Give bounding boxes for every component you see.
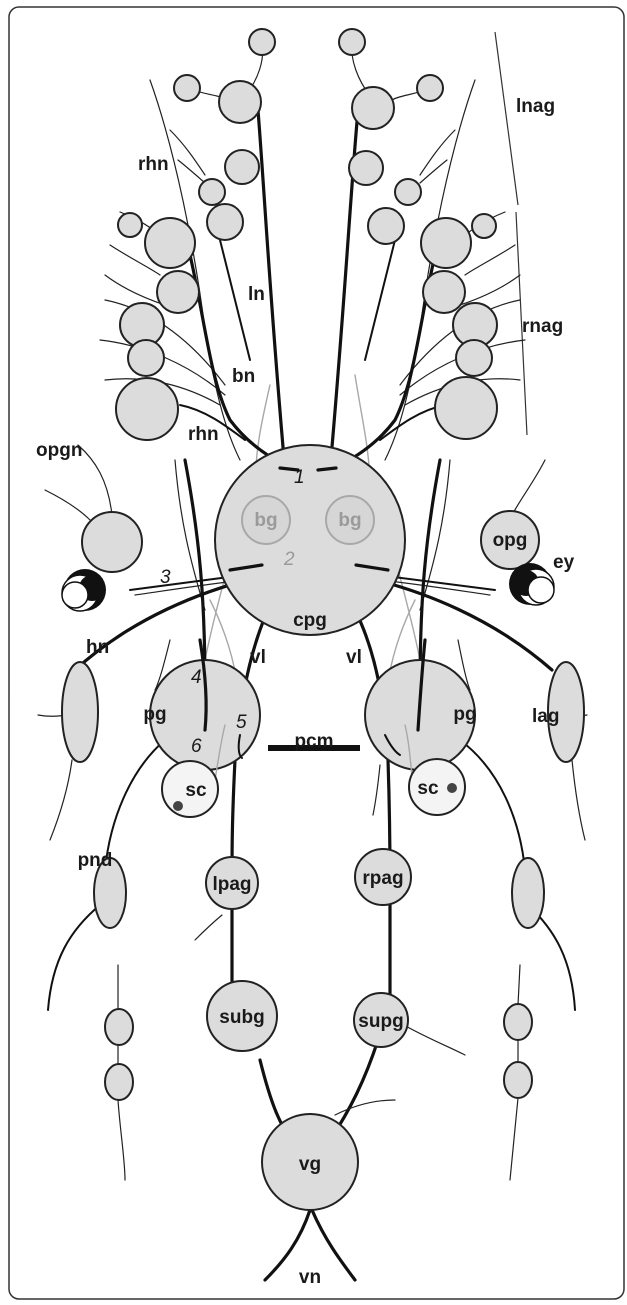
left-labial-ganglion-4 — [207, 204, 243, 240]
right-pedal-chain-ganglion-1 — [512, 858, 544, 928]
right-labial-ganglion-4 — [368, 208, 404, 244]
ln-label: ln — [248, 284, 265, 305]
left-pedal-nerve-2 — [48, 905, 100, 1010]
vn-label: vn — [299, 1267, 321, 1288]
left-pedal-chain-ganglion-2 — [105, 1009, 133, 1045]
number-5: 5 — [236, 712, 247, 733]
right-rhn-ganglion-2 — [423, 271, 465, 313]
bg-right-label: bg — [338, 510, 361, 531]
right-rhn-ganglion-small — [472, 214, 496, 238]
right-lateral-lower — [572, 760, 585, 840]
left-lateral-lower — [50, 760, 72, 840]
rhn-upper-label: rhn — [138, 154, 169, 175]
number-1: 1 — [294, 467, 305, 488]
visceral-loop-left — [232, 610, 268, 1000]
right-twig-5 — [420, 160, 447, 183]
cpg-top-right-stub — [318, 468, 336, 470]
number-2: 2 — [283, 549, 295, 570]
pg-left-label: pg — [143, 704, 166, 725]
right-eye — [509, 563, 554, 605]
subg-label: subg — [219, 1007, 264, 1028]
vg-side-nerve — [335, 1100, 395, 1115]
lpag-side-nerve — [195, 915, 222, 940]
right-rhn-ganglion-1 — [421, 218, 471, 268]
left-rhn-ganglion-2 — [157, 271, 199, 313]
right-statolith — [447, 783, 457, 793]
left-optic-nerve-side — [45, 490, 90, 520]
right-pedal-chain-ganglion-2 — [504, 1004, 532, 1040]
right-rhn-ganglion-5 — [435, 377, 497, 439]
right-pedal-chain-3 — [510, 1098, 518, 1180]
pcm-label: pcm — [294, 731, 333, 752]
rnag-label: rnag — [522, 316, 563, 337]
left-statolith — [173, 801, 183, 811]
rhn-lower-label: rhn — [188, 424, 219, 445]
lnag-label: lnag — [516, 96, 555, 117]
hn-label: hn — [86, 637, 109, 658]
vl-left-label: vl — [250, 647, 266, 668]
number-3: 3 — [160, 567, 171, 588]
vl-right-label: vl — [346, 647, 362, 668]
right-pedal-lower-twig — [373, 765, 380, 815]
bn-label: bn — [232, 366, 255, 387]
sc-right-label: sc — [417, 778, 439, 799]
left-labial-branch — [215, 220, 250, 360]
left-rhn-ganglion-4 — [128, 340, 164, 376]
left-labial-ganglion-3 — [199, 179, 225, 205]
lag-label: lag — [532, 706, 559, 727]
pnd-label: pnd — [78, 850, 113, 871]
lpag-label: lpag — [212, 874, 251, 895]
left-rhn-ganglion-1 — [145, 218, 195, 268]
opg-label: opg — [493, 530, 528, 551]
right-pedal-chain-ganglion-3 — [504, 1062, 532, 1098]
bg-left-label: bg — [254, 510, 277, 531]
right-labial-ganglion-3 — [395, 179, 421, 205]
visceral-loop-right — [355, 610, 390, 1000]
right-labial-ganglion-1 — [352, 87, 394, 129]
right-pedal-nerve-1 — [460, 740, 525, 870]
number-4: 4 — [191, 667, 202, 688]
right-labial-ganglion-2 — [349, 151, 383, 185]
left-rhn-ganglion-small — [118, 213, 142, 237]
left-pedal-chain-3 — [118, 1100, 125, 1180]
left-pedal-nerve-1 — [105, 740, 165, 870]
sc-left-label: sc — [185, 780, 207, 801]
right-twig-3 — [460, 275, 520, 305]
left-tip-ganglion — [249, 29, 275, 55]
right-tip-ganglion — [339, 29, 365, 55]
left-pedal-chain-ganglion-3 — [105, 1064, 133, 1100]
left-twig-3 — [105, 275, 165, 305]
vg-label: vg — [299, 1154, 321, 1175]
left-eye — [62, 569, 106, 611]
left-small-ganglion — [174, 75, 200, 101]
rpag-label: rpag — [362, 868, 403, 889]
lnag-bracket — [495, 32, 518, 205]
left-optic-ganglion — [82, 512, 142, 572]
left-labial-ganglion-1 — [219, 81, 261, 123]
ey-label: ey — [553, 552, 575, 573]
cpg-label: cpg — [293, 610, 327, 631]
left-optic-nerve-upper — [78, 445, 112, 515]
left-twig-5 — [178, 160, 205, 183]
left-rhn-ganglion-5 — [116, 378, 178, 440]
supg-label: supg — [358, 1011, 403, 1032]
cerebropleural-ganglion — [215, 445, 405, 635]
opgn-label: opgn — [36, 440, 82, 461]
left-lateral-ganglion — [62, 662, 98, 762]
left-labial-ganglion-2 — [225, 150, 259, 184]
right-small-ganglion — [417, 75, 443, 101]
right-optic-nerve-upper — [512, 460, 545, 515]
number-6: 6 — [191, 736, 202, 757]
right-rhn-ganglion-4 — [456, 340, 492, 376]
right-pedal-chain-1 — [518, 965, 520, 1005]
right-twig-2 — [465, 245, 515, 275]
pg-right-label: pg — [453, 704, 476, 725]
